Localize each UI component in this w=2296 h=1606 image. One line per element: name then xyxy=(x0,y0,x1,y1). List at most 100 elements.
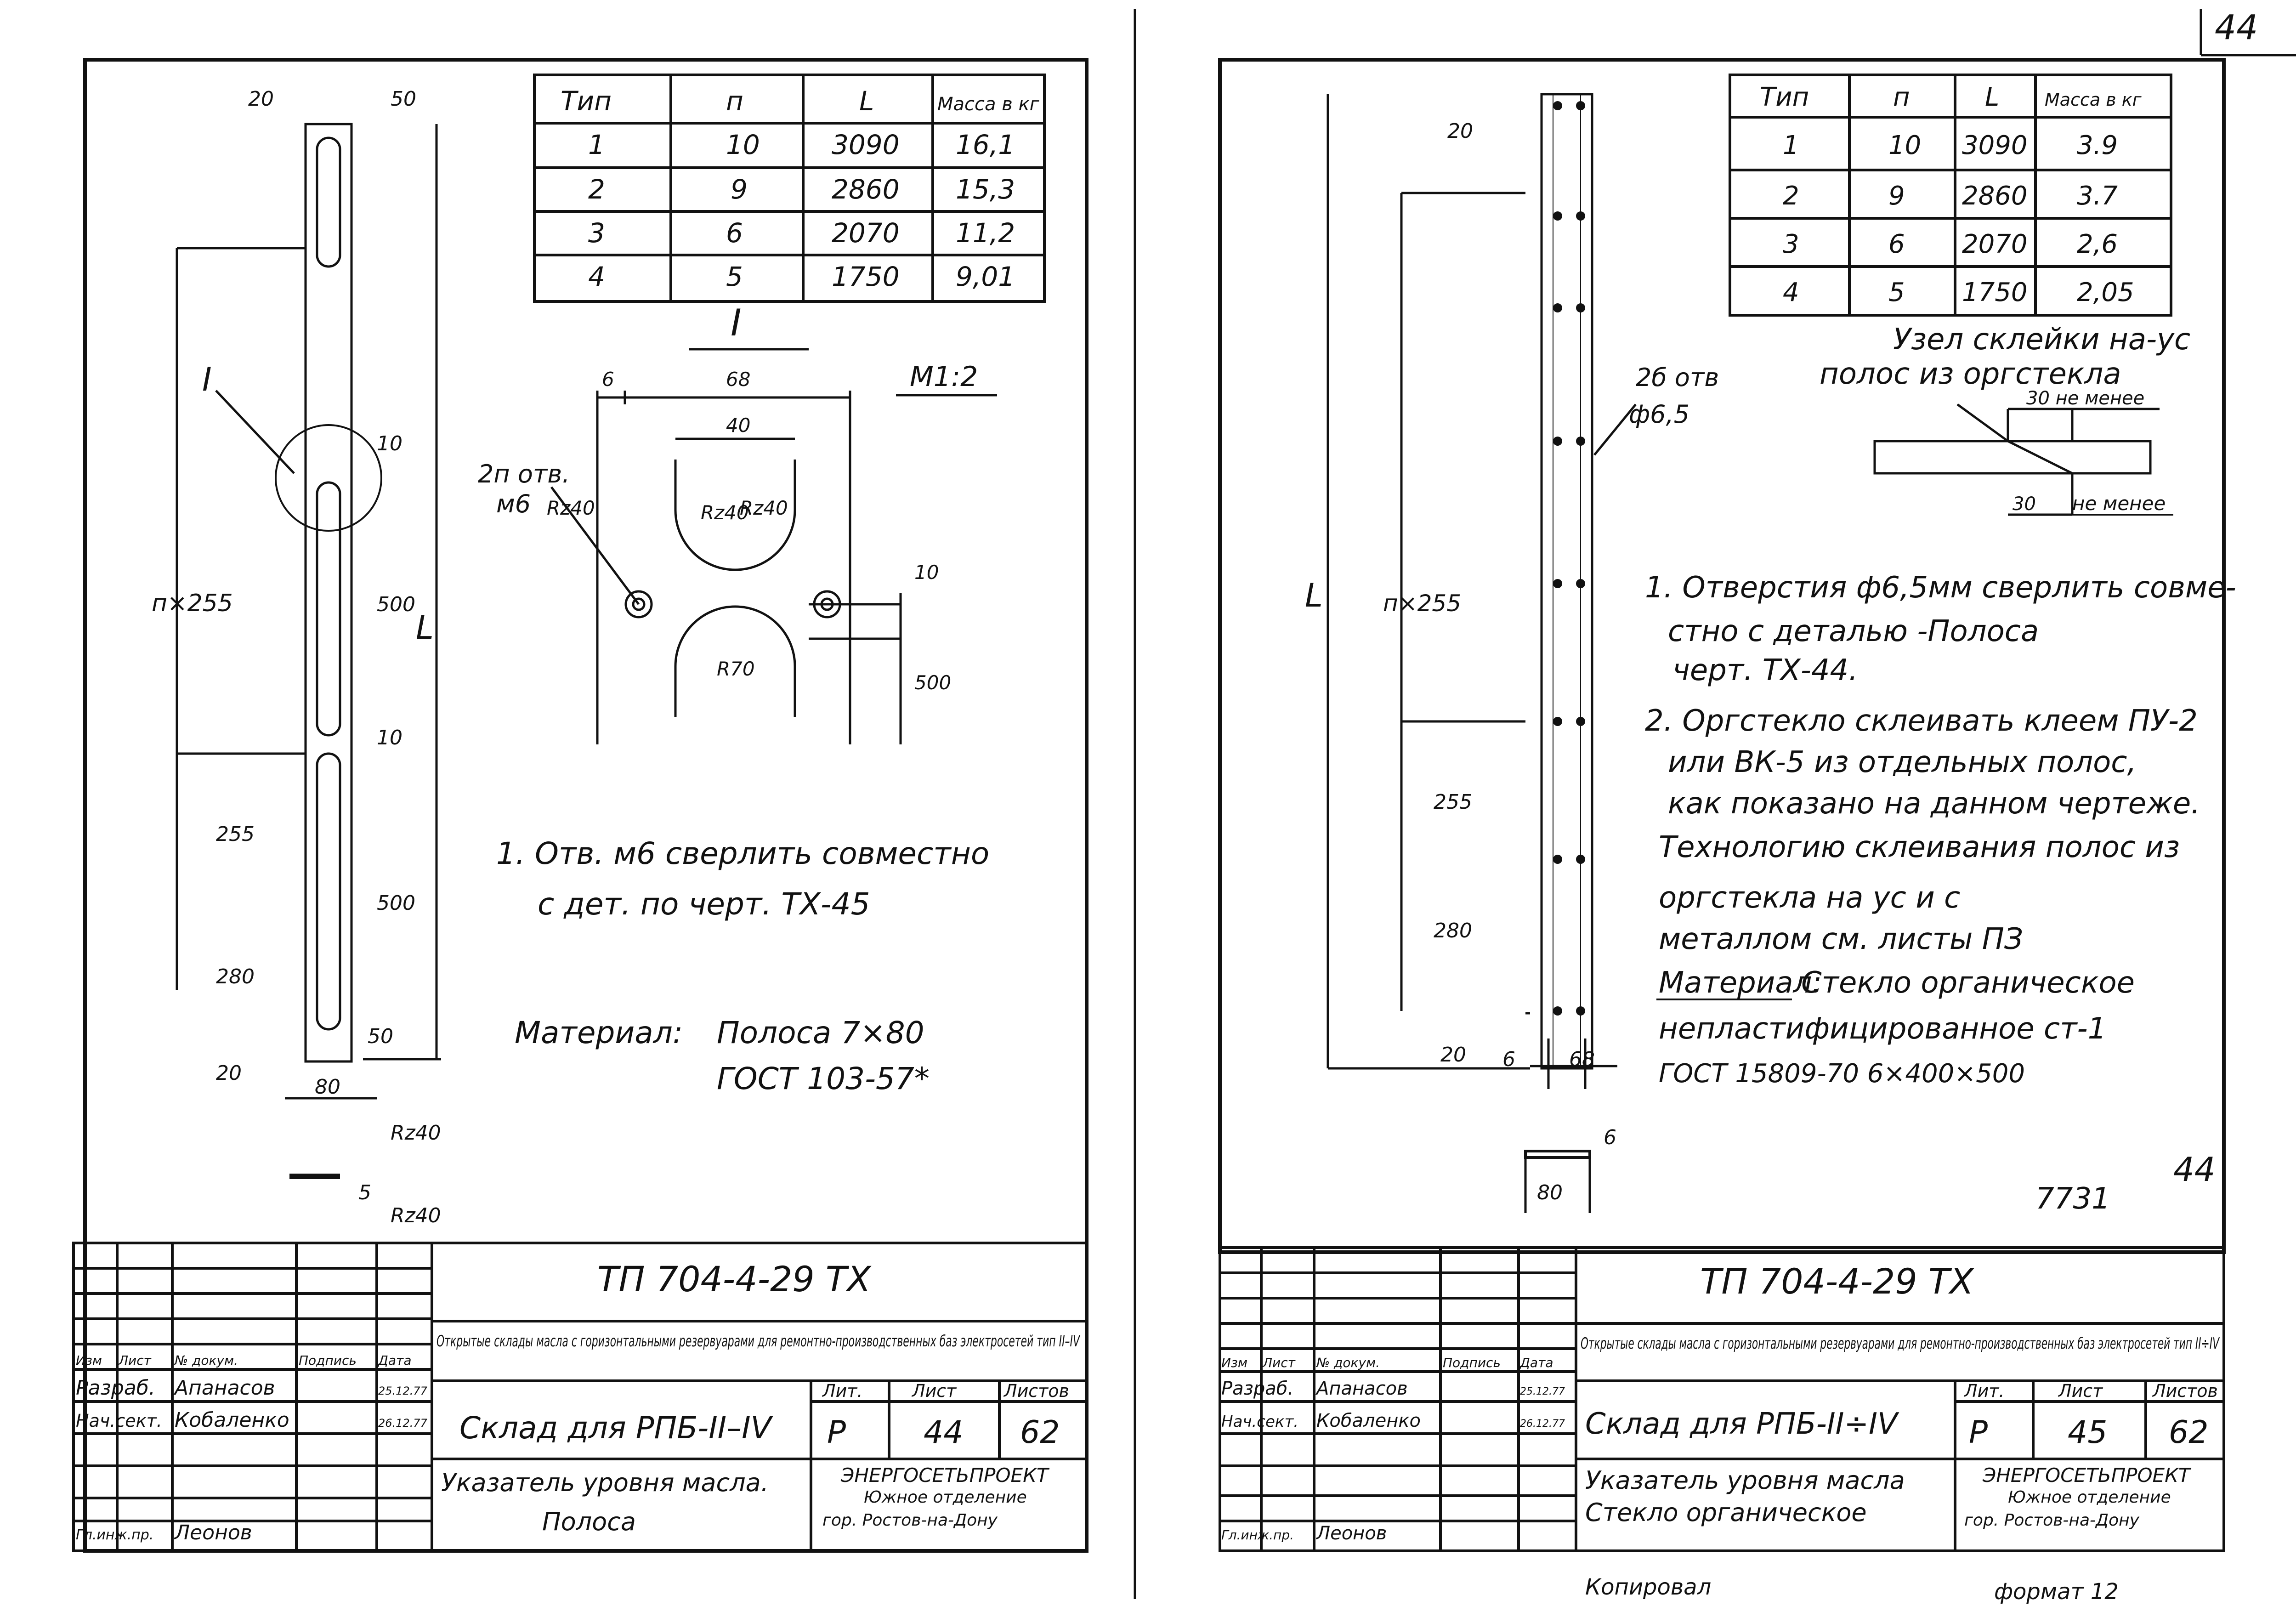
right-material-line3: ГОСТ 15809-70 6×400×500 xyxy=(1659,1059,2025,1089)
dim: 10 xyxy=(377,726,403,749)
col-header: № докум. xyxy=(174,1353,238,1368)
left-table-cell: 3090 xyxy=(832,129,900,160)
role: Нач.сект. xyxy=(1221,1413,1298,1431)
col-header: Изм xyxy=(1221,1355,1247,1370)
col-header: Лист xyxy=(1262,1355,1296,1370)
dim: 20 xyxy=(216,1061,242,1085)
right-item-name: Склад для РПБ-II÷IV xyxy=(1585,1407,1899,1441)
right-table-cell: 3.7 xyxy=(2077,181,2118,211)
right-table-cell: 9 xyxy=(1888,181,1905,211)
person: Апанасов xyxy=(173,1376,275,1400)
left-table-cell: 2 xyxy=(588,174,605,205)
stamp-sheet: 44 xyxy=(2173,1150,2216,1189)
left-table-header-n: п xyxy=(726,85,743,117)
left-table-cell: 2070 xyxy=(832,217,900,249)
org-dept: Южное отделение xyxy=(2008,1488,2171,1507)
note-line: стно с деталью -Полоса xyxy=(1668,614,2039,648)
right-sheet: Тип п L Масса в кг 1 10 3090 3.9 2 9 286… xyxy=(1218,58,2236,1605)
dim: 20 xyxy=(248,87,274,111)
role: Разраб. xyxy=(1221,1378,1293,1399)
roughness: Rz40 xyxy=(391,1204,441,1227)
left-table-cell: 10 xyxy=(726,129,760,160)
person: Кобаленко xyxy=(175,1408,289,1432)
date: 25.12.77 xyxy=(378,1385,428,1397)
left-table-cell: 15,3 xyxy=(956,174,1015,205)
note-line: оргстекла на ус и с xyxy=(1659,881,1960,915)
dim: 50 xyxy=(368,1025,393,1048)
sheet-number: 45 xyxy=(2068,1414,2108,1451)
right-table-cell: 1 xyxy=(1783,131,1799,160)
person: Апанасов xyxy=(1315,1378,1408,1399)
right-item-name3: Стекло органическое xyxy=(1585,1498,1867,1527)
dim: 280 xyxy=(1434,919,1472,942)
right-notes: 1. Отверстия ф6,5мм сверлить совме- стно… xyxy=(1645,571,2236,1089)
right-table-header-type: Тип xyxy=(1760,82,1809,112)
dim-length: L xyxy=(416,609,434,647)
dim: 500 xyxy=(377,891,415,915)
holes-label: 2б отв xyxy=(1636,363,1719,392)
left-table-cell: 9,01 xyxy=(956,261,1015,292)
right-table-cell: 3.9 xyxy=(2077,131,2118,160)
sheets-total: 62 xyxy=(1020,1414,1060,1451)
left-table-header-l: L xyxy=(859,85,874,117)
right-table-cell: 3 xyxy=(1783,229,1799,259)
date: 25.12.77 xyxy=(1520,1386,1565,1397)
left-note-line1: 1. Отв. м6 сверлить совместно xyxy=(496,836,989,871)
dim: 6 xyxy=(1502,1048,1515,1071)
left-table-cell: 1750 xyxy=(832,261,900,292)
role: Гл.инж.пр. xyxy=(1221,1527,1294,1543)
dim: Rz40 xyxy=(740,497,788,519)
note-line: 1. Отверстия ф6,5мм сверлить совме- xyxy=(1645,571,2236,605)
note-line: металлом см. листы ПЗ xyxy=(1659,922,2023,956)
person: Леонов xyxy=(1315,1523,1387,1544)
right-material-line1: Стекло органическое xyxy=(1801,966,2135,1000)
dim: Rz40 xyxy=(701,501,749,524)
right-doc-code: ТП 704-4-29 ТХ xyxy=(1700,1261,1974,1302)
left-table-cell: 2860 xyxy=(832,174,900,205)
col-header: Лист xyxy=(118,1353,152,1368)
right-table-header-l: L xyxy=(1985,82,1999,112)
right-strip-drawing xyxy=(1327,93,1637,1213)
note-line: Технологию склеивания полос из xyxy=(1659,830,2180,864)
left-table-cell: 1 xyxy=(588,129,605,160)
joint-dim-top: 30 не менее xyxy=(2026,388,2144,409)
right-material-line2: непластифицированное ст-1 xyxy=(1659,1012,2106,1046)
lit-value: Р xyxy=(1969,1414,1988,1451)
note-line: черт. ТХ-44. xyxy=(1672,653,1858,687)
person: Леонов xyxy=(174,1521,252,1544)
joint-drawing xyxy=(1873,403,2160,516)
org-city: гор. Ростов-на-Дону xyxy=(822,1511,998,1530)
right-table-cell: 2,6 xyxy=(2077,229,2118,259)
dim: Rz40 xyxy=(547,497,595,519)
right-material-label: Материал: xyxy=(1659,966,1822,1000)
sheet-number: 44 xyxy=(924,1414,964,1451)
role: Нач.сект. xyxy=(76,1411,162,1431)
left-table-cell: 3 xyxy=(588,217,605,249)
right-table-cell: 5 xyxy=(1888,278,1905,307)
sheets-total: 62 xyxy=(2169,1414,2209,1451)
joint-dim-bottom2: не менее xyxy=(2072,492,2166,515)
left-table-cell: 4 xyxy=(588,261,605,292)
sheets-label: Листов xyxy=(1003,1381,1069,1401)
right-table-cell: 2,05 xyxy=(2077,278,2134,307)
left-doc-desc: Открытые склады масла с горизонтальными … xyxy=(437,1332,1081,1351)
right-sheet-frame xyxy=(1218,58,2226,1254)
right-strip-holes xyxy=(1553,101,1585,1016)
note-line: или ВК-5 из отдельных полос, xyxy=(1668,745,2137,779)
sheets-label: Листов xyxy=(2152,1381,2218,1401)
note-line: как показано на данном чертеже. xyxy=(1668,787,2200,821)
date: 26.12.77 xyxy=(378,1417,428,1430)
dim: 20 xyxy=(1440,1043,1466,1067)
dim: 50 xyxy=(391,87,416,111)
dim: 6 xyxy=(1604,1126,1616,1149)
col-header: Подпись xyxy=(299,1353,357,1368)
dim: 80 xyxy=(1537,1181,1563,1204)
date: 26.12.77 xyxy=(1520,1418,1565,1430)
dim: 10 xyxy=(914,561,939,584)
left-table-cell: 11,2 xyxy=(956,217,1015,249)
right-table-cell: 6 xyxy=(1888,229,1905,259)
right-table-cell: 3090 xyxy=(1962,131,2028,160)
dim: 80 xyxy=(315,1075,340,1099)
col-header: Дата xyxy=(1519,1355,1553,1370)
joint-title1: Узел склейки на-ус xyxy=(1893,323,2190,357)
